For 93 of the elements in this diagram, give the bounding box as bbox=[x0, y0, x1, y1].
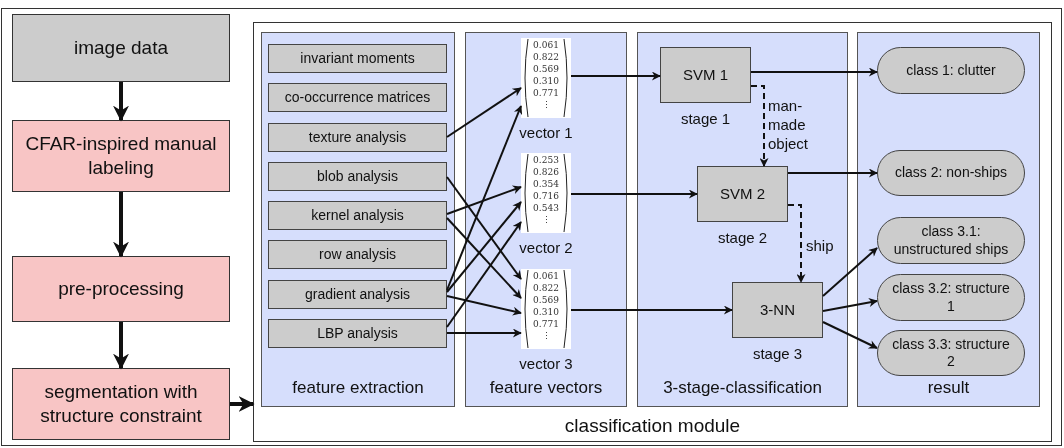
node-text: co-occurrence matrices bbox=[284, 88, 431, 107]
process-box bbox=[12, 256, 230, 322]
node-text: CFAR-inspired manual labeling bbox=[24, 132, 218, 180]
node-text: image data bbox=[74, 36, 168, 60]
process-box bbox=[12, 368, 230, 440]
feature-box bbox=[268, 44, 447, 73]
arrow bbox=[446, 295, 522, 316]
node-text: class 2: non-ships bbox=[894, 164, 1008, 182]
panel-title: 3-stage-classification bbox=[662, 376, 823, 399]
feature-box bbox=[268, 201, 447, 230]
arrow bbox=[446, 328, 522, 338]
caption-text: stage 3 bbox=[751, 344, 804, 364]
panel-title: feature extraction bbox=[291, 376, 425, 399]
node-text: row analysis bbox=[319, 245, 396, 264]
panel-title: feature vectors bbox=[488, 376, 604, 399]
caption-text: stage 2 bbox=[716, 228, 769, 248]
caption-text: stage 1 bbox=[679, 109, 732, 129]
caption-text: vector 1 bbox=[518, 123, 574, 143]
vector-value: 0.253 bbox=[533, 154, 559, 166]
node-text: 3-NN bbox=[760, 299, 795, 320]
node-text: kernel analysis bbox=[311, 206, 404, 225]
vector-value: 0.061 bbox=[533, 270, 559, 282]
arrow bbox=[570, 305, 733, 315]
panel bbox=[857, 32, 1040, 407]
arrow bbox=[446, 201, 522, 293]
panel bbox=[261, 32, 455, 407]
node-text: class 3.2: structure 1 bbox=[891, 280, 1011, 315]
caption-text: vector 2 bbox=[518, 238, 574, 258]
vector-value: ⋮ bbox=[541, 214, 551, 226]
node-text: blob analysis bbox=[317, 167, 398, 186]
result-pill bbox=[877, 274, 1025, 321]
process-box bbox=[12, 14, 230, 82]
arrow bbox=[113, 82, 129, 122]
vector-value: 0.310 bbox=[533, 306, 559, 318]
vector-value: 0.569 bbox=[533, 63, 559, 75]
feature-box bbox=[268, 319, 447, 348]
arrow bbox=[787, 168, 878, 178]
node-text: LBP analysis bbox=[317, 324, 398, 343]
feature-box bbox=[268, 83, 447, 112]
feature-box bbox=[268, 280, 447, 309]
result-pill bbox=[877, 217, 1025, 264]
node-text: SVM 1 bbox=[683, 64, 728, 85]
feature-box bbox=[268, 123, 447, 152]
arrow bbox=[822, 247, 878, 297]
vector-value: ⋮ bbox=[541, 99, 551, 111]
vector-value: 0.822 bbox=[533, 51, 559, 63]
process-box bbox=[12, 120, 230, 192]
arrow bbox=[750, 67, 878, 77]
arrow bbox=[787, 204, 806, 283]
feature-box bbox=[268, 240, 447, 269]
node-text: segmentation with structure constraint bbox=[39, 380, 203, 428]
node-text: class 3.1: unstructured ships bbox=[892, 223, 1010, 258]
vector-value: 0.569 bbox=[533, 294, 559, 306]
arrow bbox=[113, 192, 129, 258]
arrow bbox=[570, 71, 661, 81]
result-pill bbox=[877, 330, 1025, 376]
vector-value: 0.822 bbox=[533, 282, 559, 294]
node-text: class 3.3: structure 2 bbox=[891, 335, 1011, 371]
panel-title: classification module bbox=[563, 413, 742, 438]
vector-value: 0.826 bbox=[533, 166, 559, 178]
vector-value: ⋮ bbox=[541, 330, 551, 342]
vector-value: 0.716 bbox=[533, 190, 559, 202]
node-text: invariant moments bbox=[300, 49, 415, 68]
arrow bbox=[446, 87, 522, 138]
arrow bbox=[750, 85, 769, 167]
feature-box bbox=[268, 162, 447, 191]
node-text: texture analysis bbox=[308, 128, 407, 147]
arrow bbox=[446, 217, 522, 299]
vector-value: 0.771 bbox=[533, 318, 559, 330]
module-frame bbox=[253, 22, 1052, 442]
panel-title: result bbox=[926, 376, 971, 399]
node-text: class 1: clutter bbox=[906, 61, 996, 80]
arrow bbox=[230, 396, 255, 412]
vector-value: 0.543 bbox=[533, 202, 559, 214]
panel bbox=[637, 32, 848, 407]
arrow bbox=[446, 221, 522, 328]
arrow bbox=[570, 189, 698, 199]
node-text: pre-processing bbox=[58, 277, 184, 301]
node-text: SVM 2 bbox=[720, 183, 765, 204]
arrow bbox=[446, 185, 522, 215]
vector-value: 0.061 bbox=[533, 39, 559, 51]
result-pill bbox=[877, 47, 1025, 94]
arrow bbox=[113, 322, 129, 370]
node-text: gradient analysis bbox=[304, 285, 411, 304]
arrow bbox=[822, 298, 878, 312]
panel bbox=[465, 32, 627, 407]
vector-value: 0.310 bbox=[533, 75, 559, 87]
vector-value: 0.771 bbox=[533, 87, 559, 99]
arrow bbox=[822, 321, 878, 349]
vector-value: 0.354 bbox=[533, 178, 559, 190]
caption-text: vector 3 bbox=[518, 354, 574, 374]
result-pill bbox=[877, 150, 1025, 196]
arrow bbox=[446, 105, 523, 291]
